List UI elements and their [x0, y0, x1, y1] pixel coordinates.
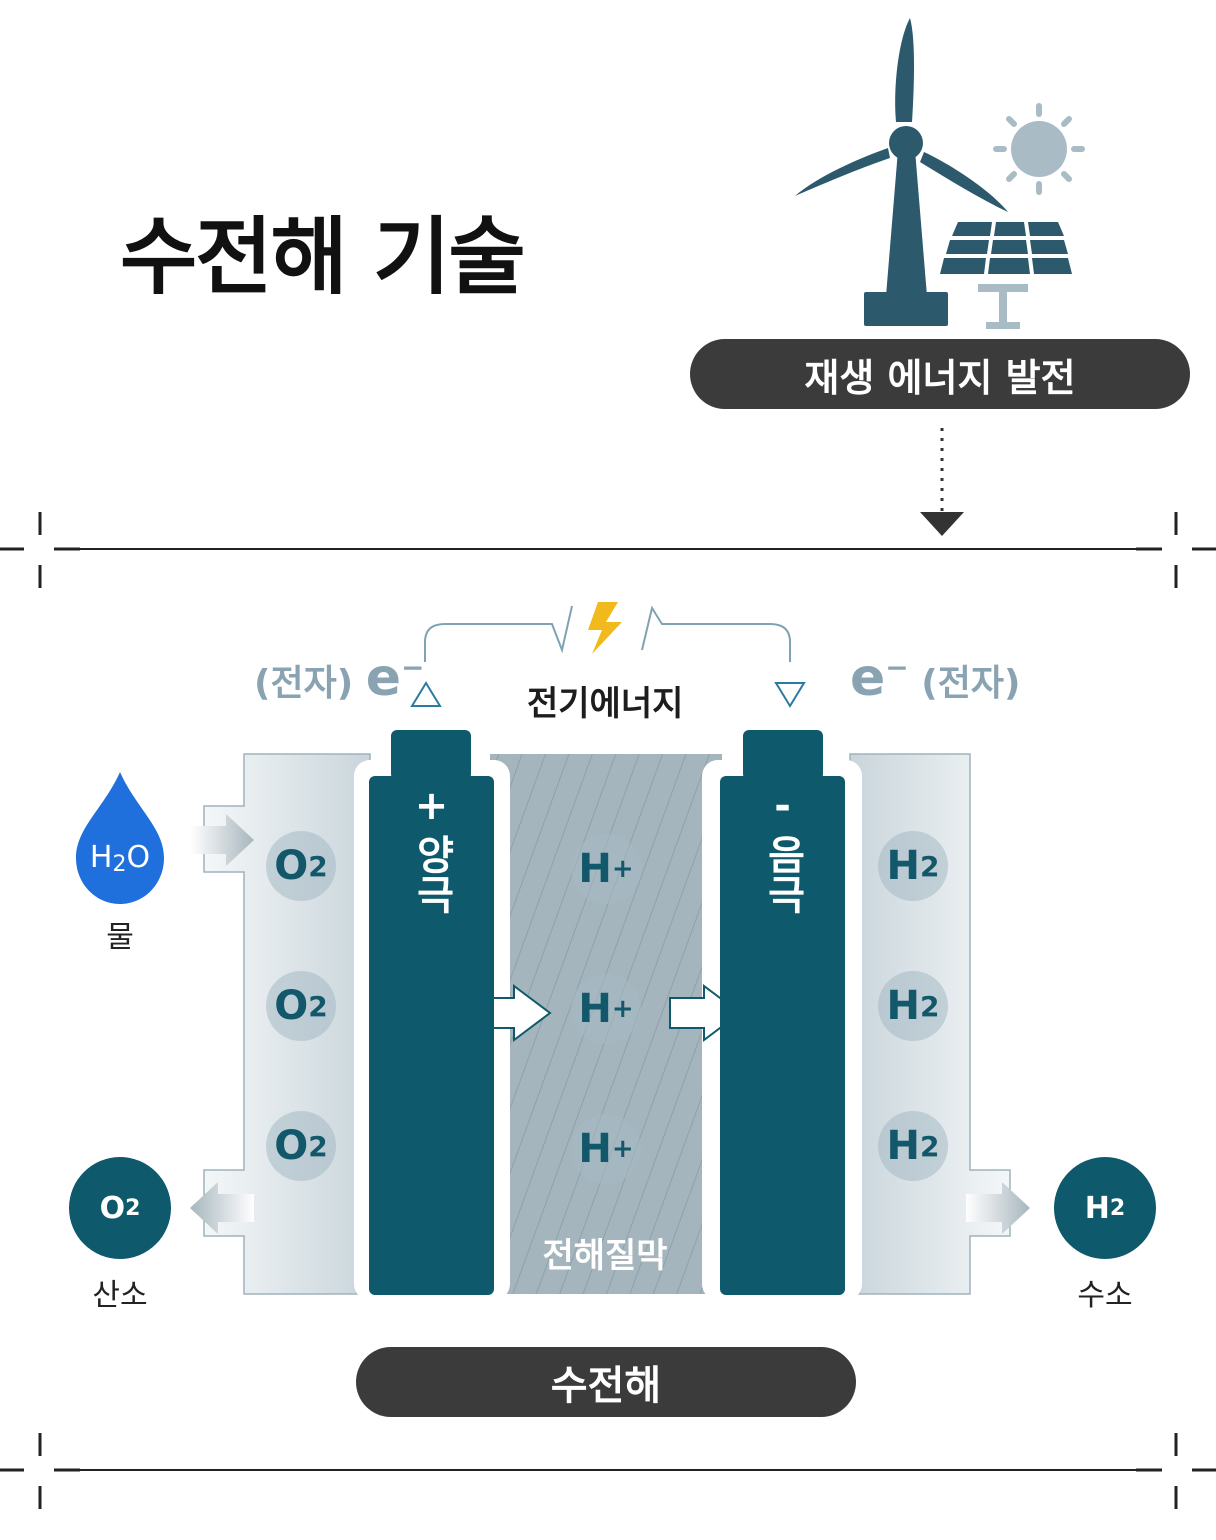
electron-up-arrow-icon: [410, 681, 442, 707]
cathode-terminal: [743, 730, 823, 780]
electric-energy-label: 전기에너지: [527, 684, 684, 724]
anode-terminal: [391, 730, 471, 780]
electrolysis-label: 수전해: [356, 1347, 856, 1417]
wind-turbine-icon: [795, 18, 1008, 326]
anode-sign: +: [414, 783, 449, 829]
water-formula: H2O: [89, 840, 151, 877]
dotted-arrow-down-icon: [920, 428, 964, 536]
water-caption: 물: [106, 920, 134, 955]
electron-left-label: (전자) e−: [254, 648, 425, 708]
frame-lines: [0, 512, 1216, 1509]
membrane-label: 전해질막: [542, 1236, 668, 1276]
proton: H+: [571, 974, 641, 1044]
electron-right-label: e− (전자): [850, 648, 1021, 708]
solar-panel-icon: [940, 222, 1072, 329]
water-in-arrow-icon: [190, 814, 254, 866]
renewable-energy-label: 재생 에너지 발전: [690, 339, 1190, 409]
cathode-label: 음극: [759, 834, 806, 914]
oxygen-out-arrow-icon: [190, 1182, 254, 1234]
electron-down-arrow-icon: [774, 682, 806, 708]
hydrogen-caption: 수소: [1077, 1278, 1133, 1313]
renewable-energy-illustration: [795, 18, 1085, 329]
energy-circuit-line: [424, 605, 791, 662]
hydrogen-out-arrow-icon: [966, 1182, 1030, 1234]
lightning-icon: [588, 602, 622, 654]
proton: H+: [571, 834, 641, 904]
anode: + 양극: [369, 776, 494, 1295]
anode-label: 양극: [408, 834, 455, 914]
cathode: - 음극: [720, 776, 845, 1295]
proton: H+: [571, 1114, 641, 1184]
sun-icon: [993, 103, 1085, 195]
water-drop-icon: [76, 772, 164, 904]
cathode-sign: -: [774, 783, 791, 829]
oxygen-caption: 산소: [92, 1278, 148, 1313]
page-title: 수전해 기술: [120, 208, 526, 306]
